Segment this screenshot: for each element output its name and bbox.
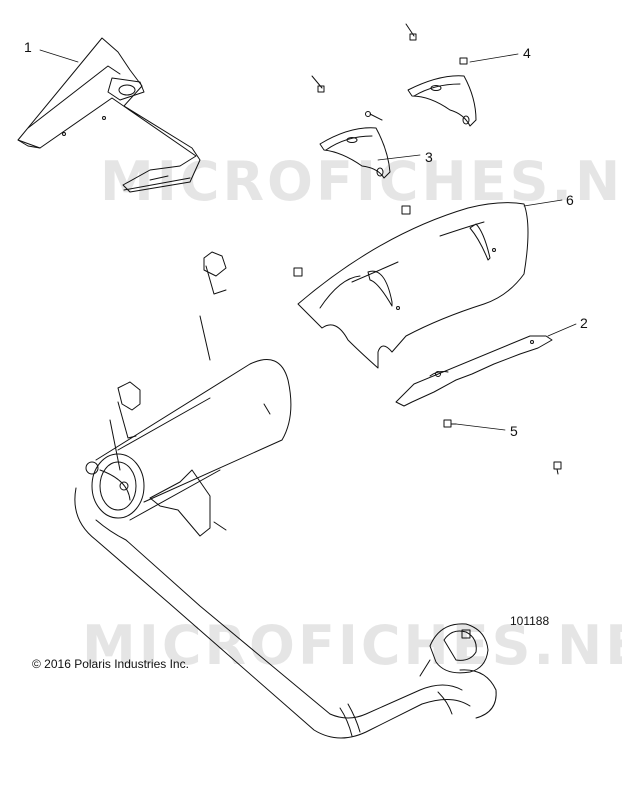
copyright-text: © 2016 Polaris Industries Inc. [32, 657, 189, 671]
watermark-bottom: MICROFICHES.NET [82, 614, 622, 677]
callout-6: 6 [566, 192, 574, 208]
bolt-icons [293, 23, 562, 475]
part-3-small-shield [319, 127, 391, 179]
callout-4: 4 [523, 45, 531, 61]
leader-lines [39, 49, 577, 431]
callout-1: 1 [24, 39, 32, 55]
muffler [85, 359, 292, 537]
part-4-small-shield [407, 75, 477, 127]
muffler-clamps [109, 251, 271, 471]
exhaust-pipe [74, 487, 497, 739]
callout-2: 2 [580, 315, 588, 331]
callout-3: 3 [425, 149, 433, 165]
callout-5: 5 [510, 423, 518, 439]
watermark-top: MICROFICHES.NET [100, 150, 622, 213]
part-6-large-shield [297, 202, 529, 369]
reference-number: 101188 [510, 614, 550, 628]
part-2-bracket [395, 335, 553, 407]
part-1-heat-shield [17, 37, 201, 193]
